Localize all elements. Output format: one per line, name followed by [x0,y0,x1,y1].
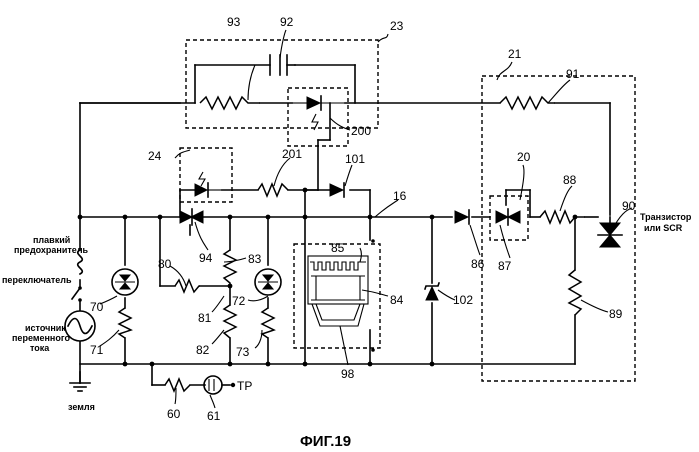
ref-93: 93 [227,15,241,29]
tp-element-61 [204,376,222,394]
resistor-73 [262,308,274,338]
ref-94: 94 [199,251,213,265]
ref-81: 81 [198,311,212,325]
fuse-label: плавкий [33,235,70,245]
ref-23: 23 [390,19,404,33]
switch-label: переключатель [2,275,72,285]
ref-60: 60 [167,407,181,421]
scr-label: Транзистор [640,212,692,222]
ref-98: 98 [341,367,355,381]
ref-73: 73 [236,345,250,359]
resistor-93 [200,97,260,109]
ref-16: 16 [393,189,407,203]
ref-200: 200 [351,124,371,138]
ground-label: земля [68,402,95,412]
resistor-60 [165,379,190,391]
lamps [112,269,281,295]
resistor-71 [119,308,131,338]
ref-91: 91 [566,67,580,81]
resistor-83 [224,250,236,286]
text-labels: плавкий предохранитель переключатель ист… [2,15,692,450]
ref-89: 89 [609,307,623,321]
ref-24: 24 [148,149,162,163]
ac-source-label-3: тока [30,343,50,353]
ref-87: 87 [498,259,512,273]
ref-71: 71 [90,343,104,357]
ac-source-label-2: переменного [12,333,70,343]
resistor-80 [175,280,200,292]
ref-102: 102 [453,293,473,307]
fuse-label-2: предохранитель [14,245,89,255]
ref-86: 86 [471,257,485,271]
resistor-89 [569,270,581,315]
ref-88: 88 [563,173,577,187]
ref-70: 70 [90,300,104,314]
ref-72: 72 [232,294,246,308]
ref-21: 21 [508,47,522,61]
ref-82: 82 [196,343,210,357]
wiring [80,65,610,385]
ref-201: 201 [282,147,302,161]
ac-source-label: источник [25,323,66,333]
switch-symbol [72,288,80,299]
tp-label: TP [237,379,252,393]
ref-83: 83 [248,252,262,266]
figure-caption: ФИГ.19 [300,433,351,450]
ref-85: 85 [331,241,345,255]
resistor-82 [224,305,236,338]
ref-101: 101 [345,152,365,166]
capacitor-92 [270,55,295,75]
resistor-88 [540,211,585,223]
ref-20: 20 [517,150,531,164]
heater-84 [308,256,368,326]
resistor-91 [500,97,555,109]
ref-90: 90 [622,199,636,213]
ref-80: 80 [158,257,172,271]
ref-61: 61 [207,409,221,423]
resistor-201 [258,184,288,196]
ref-84: 84 [390,293,404,307]
ref-92: 92 [280,15,294,29]
scr-label-2: или SCR [644,223,683,233]
